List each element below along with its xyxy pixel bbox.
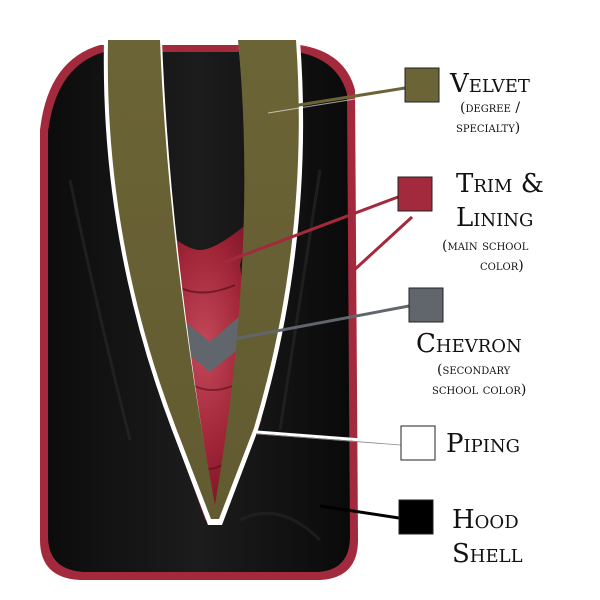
trim-leader-line-lining [224, 195, 399, 264]
velvet-band [107, 40, 299, 519]
trim-swatch [397, 176, 433, 212]
velvet-leader-line-shadow [267, 90, 406, 114]
trim-subtitle-2: color) [480, 258, 524, 274]
piping-leader-line [256, 430, 402, 445]
shell-fold [239, 511, 322, 542]
piping-swatch [400, 425, 436, 461]
trim-title-2: Lining [456, 203, 533, 233]
shell-swatch [398, 499, 434, 535]
velvet-leader-line [267, 86, 406, 112]
chevron-subtitle-2: school color) [432, 382, 526, 398]
velvet-title: Velvet [449, 69, 530, 99]
chevron-leader-line [217, 304, 410, 344]
trim-subtitle-1: (main school [442, 238, 529, 254]
velvet-swatch [404, 67, 440, 103]
trim-leader-line-edge [350, 215, 414, 274]
velvet-subtitle-2: specialty) [456, 120, 520, 136]
shell-fold [68, 179, 132, 441]
trim-title-1: Trim & [456, 169, 544, 199]
shell-title-2: Shell [452, 539, 523, 569]
piping-leader-line-outline [256, 433, 402, 446]
shell-leader-line [319, 504, 400, 520]
chevron-swatch [408, 287, 444, 323]
chevron-subtitle-1: (secondary [437, 362, 511, 378]
piping-title: Piping [446, 429, 520, 459]
velvet-subtitle-1: (degree / [460, 100, 520, 116]
shell-title-1: Hood [452, 505, 519, 535]
shell-fold [278, 169, 322, 431]
chevron-title: Chevron [416, 329, 522, 359]
